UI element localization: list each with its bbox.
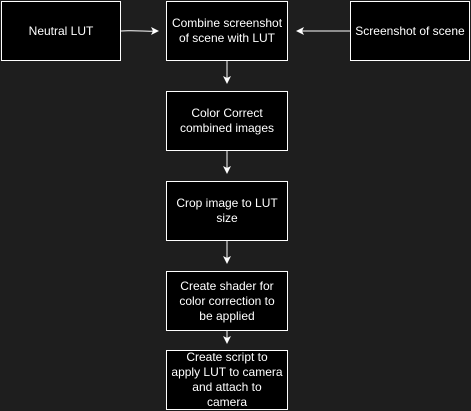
node-screenshot-label: Screenshot of scene: [355, 23, 465, 38]
node-combine-label: Combine screenshot of scene with LUT: [171, 16, 283, 45]
edge-neutral-lut-to-combine: [120, 27, 159, 35]
node-color-correct-label: Color Correct combined images: [179, 106, 275, 135]
node-script-label: Create script to apply LUT to camera and…: [171, 350, 283, 409]
node-shader-label: Create shader for color correction to be…: [179, 278, 275, 323]
node-neutral-lut-label: Neutral LUT: [28, 23, 94, 38]
node-screenshot-of-scene[interactable]: Screenshot of scene: [350, 1, 470, 61]
node-neutral-lut[interactable]: Neutral LUT: [1, 1, 121, 61]
node-crop-image[interactable]: Crop image to LUT size: [166, 181, 288, 241]
node-create-script[interactable]: Create script to apply LUT to camera and…: [166, 350, 288, 410]
node-create-shader[interactable]: Create shader for color correction to be…: [166, 271, 288, 331]
node-combine-screenshot-with-lut[interactable]: Combine screenshot of scene with LUT: [166, 1, 288, 61]
node-color-correct[interactable]: Color Correct combined images: [166, 91, 288, 151]
node-crop-label: Crop image to LUT size: [176, 196, 278, 225]
